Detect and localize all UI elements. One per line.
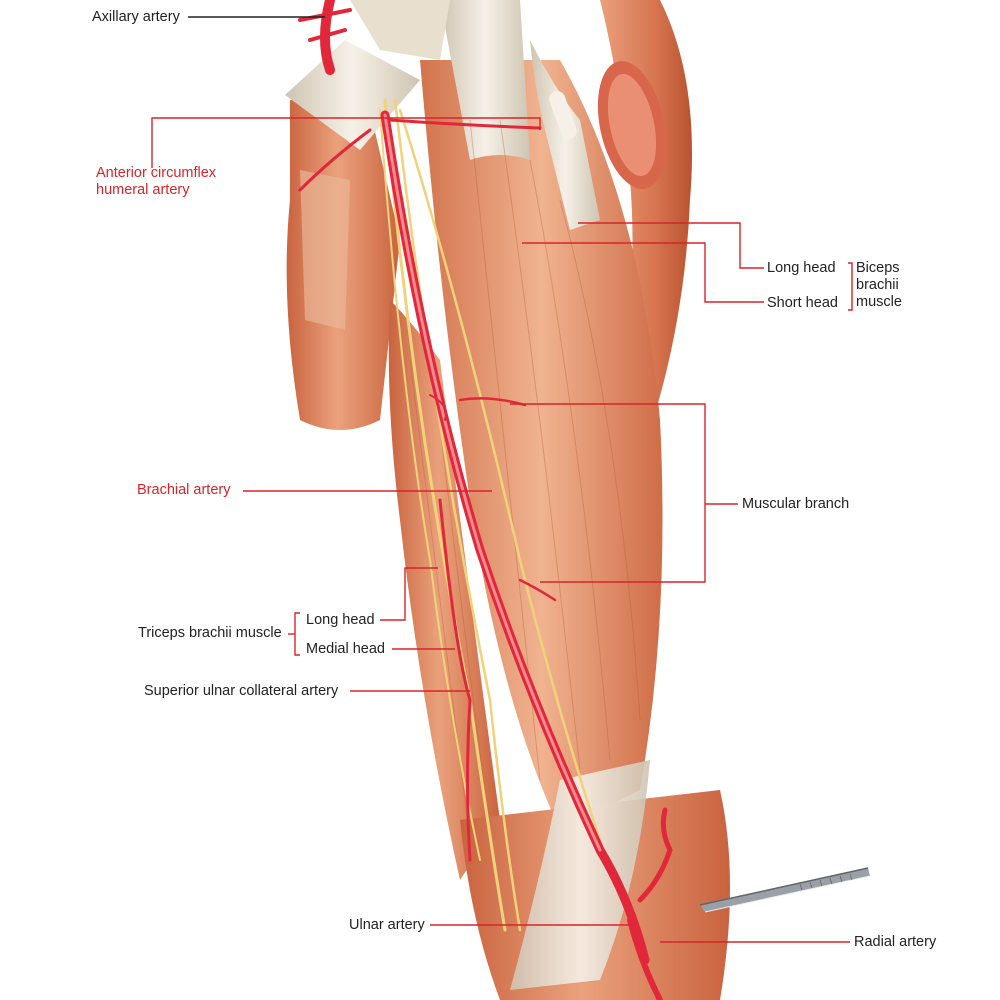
label-biceps-group-line2: brachii bbox=[856, 277, 899, 293]
label-triceps-medial-head: Medial head bbox=[306, 641, 385, 657]
radial-artery-vessel bbox=[637, 807, 673, 903]
label-anterior-circumflex-line1: Anterior circumflex bbox=[96, 165, 217, 181]
ulnar-artery-vessel bbox=[627, 917, 663, 1000]
forceps-icon bbox=[699, 867, 871, 913]
bicipital-aponeurosis bbox=[510, 760, 650, 990]
label-triceps-group: Triceps brachii muscle bbox=[138, 625, 282, 641]
label-brachial-artery: Brachial artery bbox=[137, 482, 231, 498]
biceps-muscle bbox=[420, 60, 663, 830]
label-biceps-group-line1: Biceps bbox=[856, 260, 900, 276]
label-axillary-artery: Axillary artery bbox=[92, 9, 180, 25]
label-ulnar-artery: Ulnar artery bbox=[349, 917, 425, 933]
label-biceps-long-head: Long head bbox=[767, 260, 836, 276]
triceps-muscle bbox=[388, 300, 500, 880]
label-anterior-circumflex-line2: humeral artery bbox=[96, 182, 190, 198]
label-biceps-short-head: Short head bbox=[767, 295, 838, 311]
label-triceps-long-head: Long head bbox=[306, 612, 375, 628]
label-biceps-group-line3: muscle bbox=[856, 294, 902, 310]
label-muscular-branch: Muscular branch bbox=[742, 496, 850, 512]
label-radial-artery: Radial artery bbox=[854, 934, 937, 950]
label-superior-ulnar-collateral: Superior ulnar collateral artery bbox=[144, 683, 339, 699]
cut-tendon-block bbox=[285, 40, 420, 150]
biceps-long-head-tendon bbox=[440, 0, 530, 160]
